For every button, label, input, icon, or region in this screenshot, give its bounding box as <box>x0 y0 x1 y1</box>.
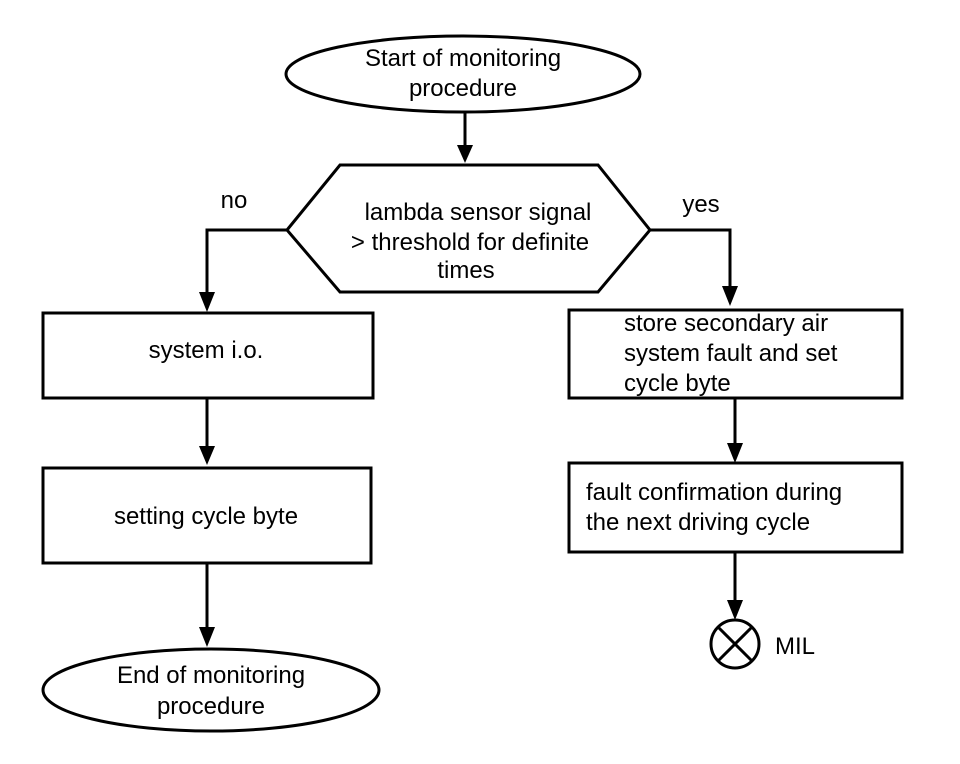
end-node: End of monitoring procedure <box>41 647 381 733</box>
store-fault-label-line1: store secondary air <box>624 310 828 337</box>
arrowhead-end <box>199 627 215 647</box>
connector-decision-yes-branch <box>648 228 732 294</box>
system-io-box <box>41 311 375 400</box>
setting-cycle-node: setting cycle byte <box>41 466 373 565</box>
connectors <box>205 110 737 633</box>
arrowhead-store-fault <box>722 286 738 306</box>
arrowhead-setting-cycle <box>199 446 215 465</box>
lamp-cross-icon <box>709 618 761 670</box>
start-label-line1: Start of monitoring <box>365 45 561 72</box>
decision-label-line3: times <box>437 257 494 284</box>
arrowhead-mil <box>727 600 743 620</box>
store-fault-node: store secondary air system fault and set… <box>567 308 904 400</box>
decision-node: lambda sensor signal > threshold for def… <box>285 163 652 294</box>
branch-label-yes: yes <box>682 191 719 218</box>
start-label-line2: procedure <box>409 75 517 102</box>
mil-label: MIL <box>775 633 815 660</box>
setting-cycle-box <box>41 466 373 565</box>
confirm-fault-box <box>567 461 904 554</box>
end-label-line1: End of monitoring <box>117 662 305 689</box>
confirm-fault-label-line1: fault confirmation during <box>586 479 842 506</box>
end-label-line2: procedure <box>157 693 265 720</box>
store-fault-label-line3: cycle byte <box>624 370 731 397</box>
arrowhead-confirm <box>727 443 743 463</box>
arrowhead-decision <box>457 145 473 163</box>
confirm-fault-label-line2: the next driving cycle <box>586 509 810 536</box>
confirm-fault-node: fault confirmation during the next drivi… <box>567 461 904 554</box>
end-ellipse <box>41 647 381 733</box>
decision-hexagon <box>285 163 652 294</box>
store-fault-box <box>567 308 904 400</box>
system-io-node: system i.o. <box>41 311 375 400</box>
setting-cycle-label: setting cycle byte <box>114 503 298 530</box>
arrowheads <box>199 145 743 647</box>
arrowhead-system-io <box>199 292 215 312</box>
branch-label-no: no <box>221 187 248 214</box>
decision-label-line2: > threshold for definite <box>351 229 589 256</box>
store-fault-label-line2: system fault and set <box>624 340 838 367</box>
system-io-label: system i.o. <box>149 337 264 364</box>
connector-decision-no-branch <box>205 228 287 300</box>
decision-label-line1: lambda sensor signal <box>365 199 592 226</box>
mil-node: MIL <box>709 618 815 670</box>
start-node: Start of monitoring procedure <box>284 34 642 114</box>
start-ellipse <box>284 34 642 114</box>
